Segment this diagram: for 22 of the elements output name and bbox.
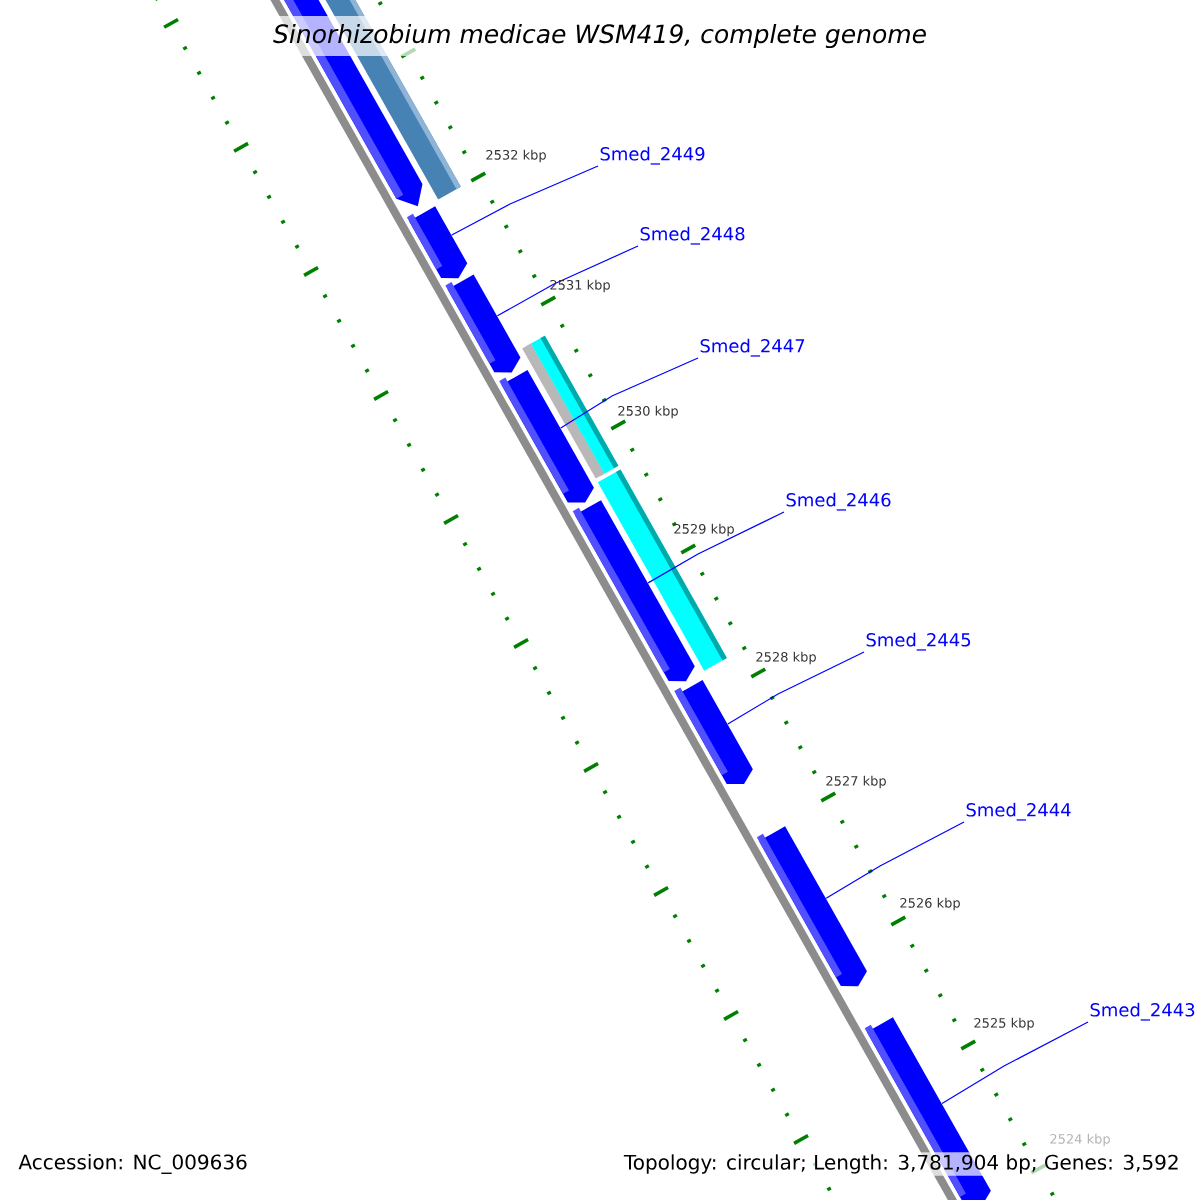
gene-feature	[445, 274, 521, 373]
gene-label: Smed_2446	[786, 492, 891, 511]
gene-feature	[406, 206, 468, 279]
title: Sinorhizobium medicae WSM419, complete genome	[265, 15, 935, 57]
summary-label: Topology: circular; Length: 3,781,904 bp; Genes: 3,592	[621, 1152, 1182, 1176]
leader-line	[941, 1021, 1089, 1105]
gene-feature	[499, 370, 594, 503]
leader-line	[560, 357, 699, 429]
accession-label: Accession: NC_009636	[16, 1152, 250, 1176]
gene-feature	[674, 680, 753, 785]
leader-line	[825, 821, 965, 899]
gene-label: Smed_2447	[700, 338, 805, 357]
gene-feature	[756, 826, 867, 987]
gene-label: Smed_2444	[966, 802, 1071, 821]
gene-label: Smed_2445	[866, 632, 971, 651]
leader-line	[451, 165, 599, 236]
leader-line	[727, 651, 865, 725]
leader-line	[496, 245, 639, 317]
gene-label: Smed_2448	[640, 226, 745, 245]
gene-label: Smed_2443	[1090, 1002, 1195, 1021]
gene-label: Smed_2449	[600, 146, 705, 165]
leader-line	[647, 511, 785, 584]
